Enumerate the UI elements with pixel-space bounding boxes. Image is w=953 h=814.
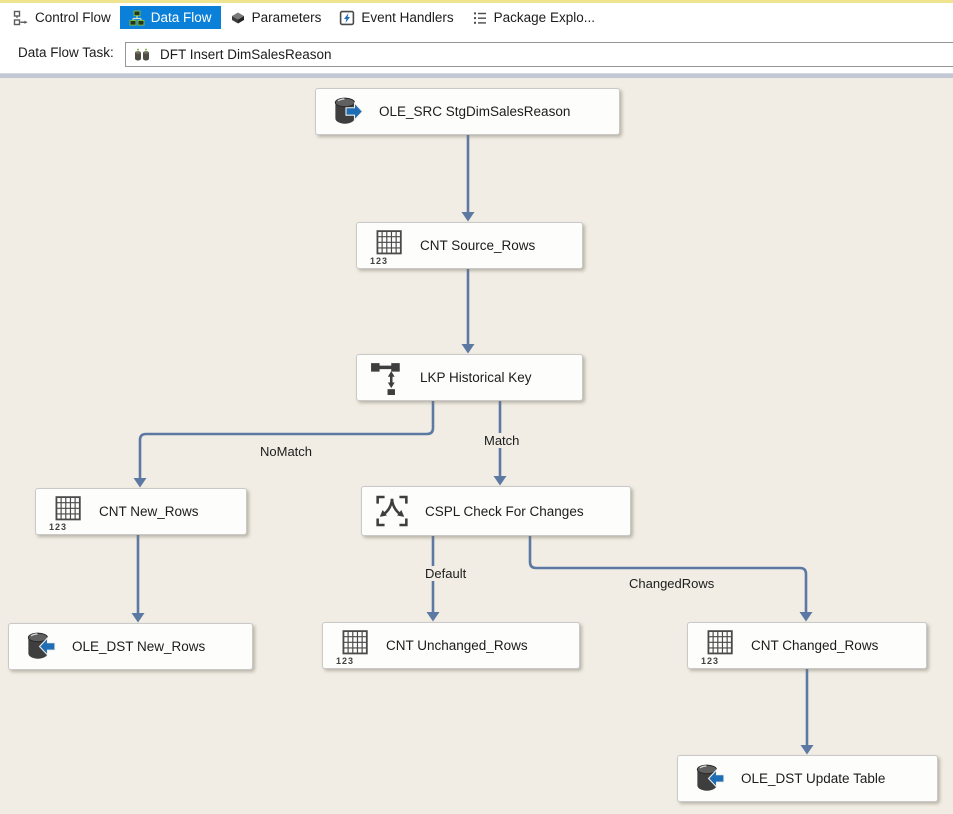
edge-label-nomatch[interactable]: NoMatch — [258, 444, 315, 459]
node-label: CNT Changed_Rows — [751, 638, 879, 653]
splitter-band — [0, 73, 953, 78]
node-label: OLE_SRC StgDimSalesReason — [379, 104, 571, 119]
node-label: CNT Source_Rows — [420, 238, 536, 253]
connector-lines — [131, 135, 814, 755]
tab-label: Parameters — [251, 10, 322, 25]
edge-cspl-changedrows[interactable] — [528, 536, 813, 622]
tab-control-flow[interactable]: Control Flow — [4, 6, 120, 29]
tab-event-handlers[interactable]: Event Handlers — [330, 6, 462, 29]
row-count-badge: 123 — [701, 655, 720, 666]
node-cspl-check-for-changes[interactable]: CSPL Check For Changes — [361, 486, 631, 536]
parameters-icon — [231, 12, 244, 23]
designer-tab-bar: Control Flow Data Flow Parameters — [0, 3, 953, 32]
data-flow-task-value: DFT Insert DimSalesReason — [160, 47, 332, 62]
node-label: OLE_DST New_Rows — [72, 639, 206, 654]
row-count-badge: 123 — [49, 521, 68, 532]
tab-label: Package Explo... — [493, 10, 595, 25]
control-flow-icon — [13, 10, 28, 25]
node-label: OLE_DST Update Table — [741, 771, 886, 786]
tab-data-flow[interactable]: Data Flow — [119, 6, 221, 29]
row-count-icon: 123 — [336, 629, 370, 666]
ole-db-destination-icon — [691, 762, 725, 796]
node-ole-dst-update-table[interactable]: OLE_DST Update Table — [677, 755, 938, 802]
edge-cnt-changed-to-dst-update[interactable] — [800, 669, 814, 755]
data-flow-task-row: Data Flow Task: DFT Insert DimSalesReaso… — [0, 32, 953, 73]
node-ole-dst-new-rows[interactable]: OLE_DST New_Rows — [8, 623, 253, 670]
window-top-strip — [0, 0, 953, 3]
tab-label: Data Flow — [150, 10, 212, 25]
edge-label-changedrows[interactable]: ChangedRows — [627, 576, 717, 591]
conditional-split-icon — [375, 494, 409, 528]
tab-label: Control Flow — [35, 10, 111, 25]
edge-label-default[interactable]: Default — [423, 566, 469, 581]
ole-db-source-icon — [329, 95, 363, 129]
tab-label: Event Handlers — [361, 10, 454, 25]
node-label: LKP Historical Key — [420, 370, 532, 385]
node-cnt-new-rows[interactable]: 123 CNT New_Rows — [35, 488, 247, 535]
ole-db-destination-icon — [22, 630, 56, 664]
data-flow-canvas[interactable]: NoMatch Match Default ChangedRows OLE_SR… — [0, 78, 953, 814]
tab-parameters[interactable]: Parameters — [221, 6, 331, 29]
node-ole-src-stgdimsalesreason[interactable]: OLE_SRC StgDimSalesReason — [315, 88, 620, 135]
node-label: CSPL Check For Changes — [425, 503, 584, 519]
edge-cnt-source-to-lkp[interactable] — [461, 269, 475, 354]
tab-package-explorer[interactable]: Package Explo... — [463, 6, 604, 29]
data-flow-icon — [129, 10, 145, 26]
lookup-icon — [370, 360, 404, 395]
row-count-icon: 123 — [701, 629, 735, 666]
row-count-icon: 123 — [49, 495, 83, 532]
node-lkp-historical-key[interactable]: LKP Historical Key — [356, 354, 583, 401]
data-flow-task-label: Data Flow Task: — [18, 45, 114, 60]
edge-lkp-nomatch[interactable] — [133, 401, 435, 488]
data-flow-task-combobox[interactable]: DFT Insert DimSalesReason — [125, 42, 953, 67]
row-count-badge: 123 — [336, 655, 355, 666]
data-flow-task-icon — [135, 48, 149, 60]
node-label: CNT New_Rows — [99, 504, 199, 519]
node-cnt-unchanged-rows[interactable]: 123 CNT Unchanged_Rows — [322, 622, 580, 669]
event-handlers-icon — [340, 10, 355, 25]
node-label: CNT Unchanged_Rows — [386, 638, 528, 653]
edge-label-match[interactable]: Match — [482, 433, 522, 448]
row-count-icon: 123 — [370, 229, 404, 266]
edge-src-to-cnt-source[interactable] — [461, 135, 475, 222]
node-cnt-source-rows[interactable]: 123 CNT Source_Rows — [356, 222, 583, 269]
package-explorer-icon — [473, 11, 486, 24]
edge-cnt-new-to-dst-new[interactable] — [131, 535, 145, 623]
node-cnt-changed-rows[interactable]: 123 CNT Changed_Rows — [687, 622, 927, 669]
row-count-badge: 123 — [370, 255, 389, 266]
